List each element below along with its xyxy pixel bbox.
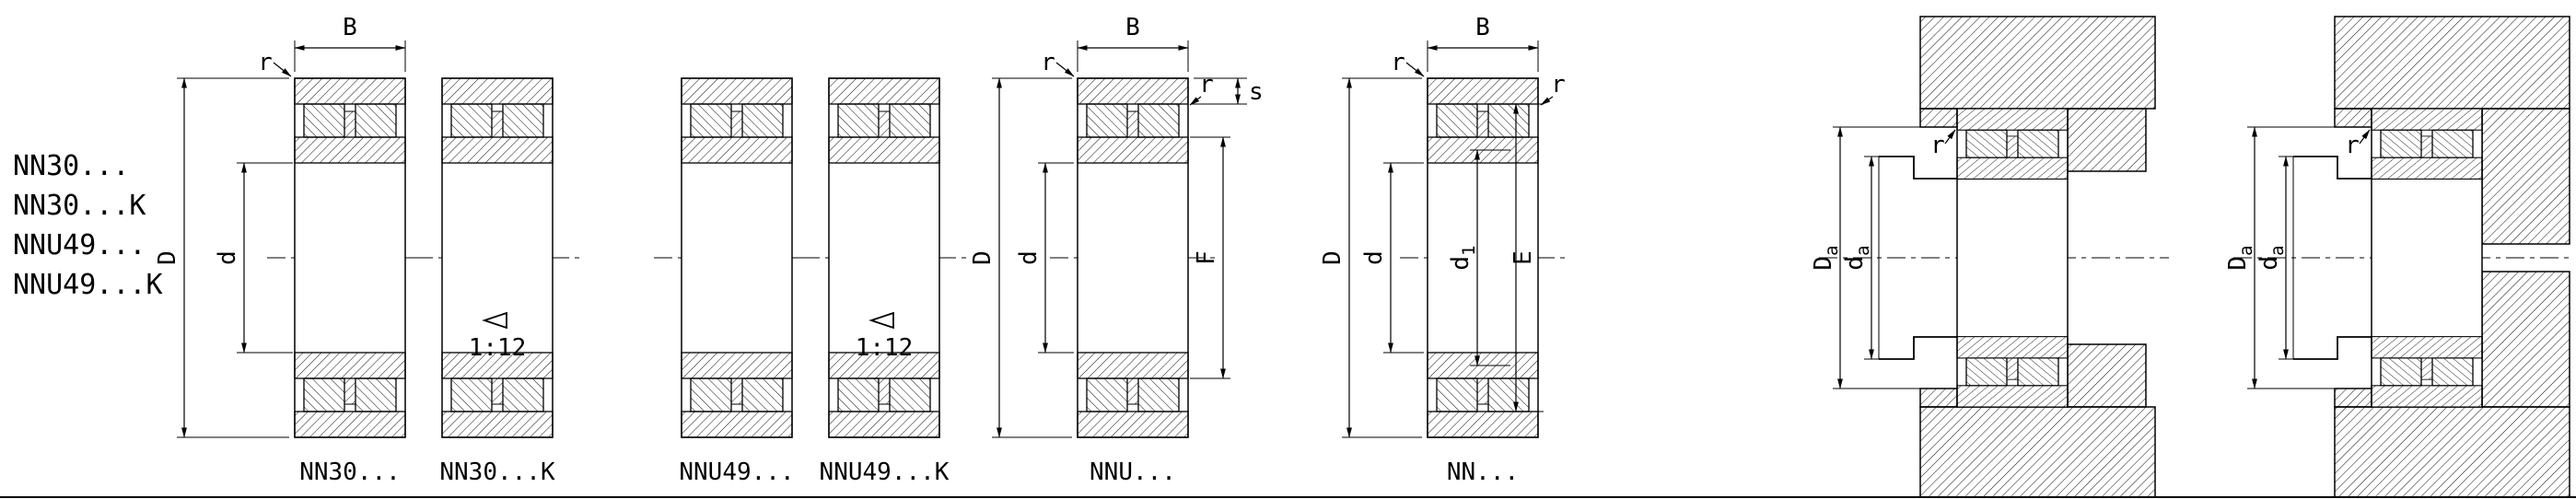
end-cover-bottom (2067, 343, 2147, 408)
figure-nn: B r r D d d1 (1319, 14, 1568, 486)
figure-mounting-nnu: Da da r (2224, 16, 2574, 498)
housing-bottom (1919, 406, 2156, 498)
shaft-shoulder-top (2293, 156, 2372, 180)
dim-label-D: D (969, 250, 997, 265)
dimension-d: d (214, 162, 293, 354)
dim-label-Da: Da (2224, 245, 2256, 270)
figure-caption: NN30...K (439, 458, 555, 486)
series-label-nnu49k: NNU49...K (13, 269, 163, 301)
dimension-d: d (1360, 162, 1424, 354)
dim-label-r: r (1199, 71, 1214, 99)
taper-icon (482, 311, 507, 330)
dim-label-Da: Da (1810, 245, 1842, 270)
figure-caption: NN30... (299, 458, 401, 486)
shaft-shoulder-bottom (2293, 336, 2372, 360)
housing-shoulder-bottom (2334, 388, 2372, 408)
figure-nn30: B r D d NN30... (154, 14, 435, 486)
shaft-shoulder-bottom (1879, 336, 1957, 360)
taper-ratio-label: 1:12 (856, 334, 914, 362)
dim-label-r: r (1041, 49, 1055, 76)
bearing-cross-section (2371, 108, 2483, 408)
dim-label-d: d (214, 250, 241, 265)
dim-label-da: da (2255, 245, 2288, 270)
bearing-cross-section (441, 77, 554, 438)
dim-label-r: r (258, 49, 273, 76)
bearing-cross-section (1956, 108, 2069, 408)
dimension-B: B (1427, 14, 1539, 72)
figure-caption: NN... (1447, 458, 1519, 486)
shaft-shoulder-top (1879, 156, 1957, 180)
dim-label-B: B (1125, 14, 1140, 41)
figure-caption: NNU49...K (820, 458, 950, 486)
dimension-D: D (1319, 77, 1422, 438)
dimension-B: B (294, 14, 406, 72)
series-label-nn30k: NN30...K (13, 190, 146, 222)
dimension-r-outer: r (1391, 49, 1425, 77)
dimension-d1: d1 (1447, 149, 1510, 366)
dim-label-r: r (1930, 132, 1945, 159)
dim-label-r: r (1391, 49, 1405, 76)
dimension-r-inner: r (1540, 71, 1566, 106)
dimension-da: da (1841, 156, 1879, 360)
dimension-r: r (1930, 129, 1956, 159)
series-label-nn30: NN30... (13, 150, 129, 182)
bearing-cross-section (681, 77, 793, 438)
dimension-d: d (1015, 162, 1074, 354)
dim-label-D: D (1319, 250, 1346, 265)
dimension-r: r (258, 49, 292, 77)
dimension-Da: Da (1810, 126, 1920, 389)
dimension-da: da (2255, 156, 2293, 360)
dimension-r-outer: r (1041, 49, 1075, 77)
housing-bottom (2334, 406, 2570, 498)
dim-label-d: d (1360, 250, 1388, 265)
dimension-r: r (2345, 129, 2371, 159)
dim-label-F: F (1193, 250, 1220, 265)
series-list: NN30... NN30...K NNU49... NNU49...K (13, 150, 163, 301)
dim-label-r: r (2345, 132, 2360, 159)
dim-label-B: B (1475, 14, 1490, 41)
dim-label-B: B (343, 14, 357, 41)
series-label-nnu49: NNU49... (13, 229, 146, 261)
dimension-r-inner: r (1189, 71, 1214, 106)
dimension-Da: Da (2224, 126, 2335, 389)
figure-nnu49: NNU49... (654, 77, 822, 486)
dim-label-da: da (1841, 245, 1873, 270)
housing-top (2334, 16, 2570, 110)
dim-label-E: E (1509, 250, 1537, 265)
end-wall-top (2481, 108, 2570, 245)
figure-caption: NNU... (1090, 458, 1176, 486)
housing-shoulder-top (1919, 108, 1958, 128)
dimension-D: D (154, 77, 289, 438)
bearing-cross-section (1077, 77, 1189, 438)
dimension-E: E (1509, 103, 1544, 412)
bearing-cross-section (294, 77, 406, 438)
taper-ratio-label: 1:12 (469, 334, 527, 362)
bearing-cross-section (828, 77, 940, 438)
dim-label-r: r (1551, 71, 1566, 99)
dim-label-d: d (1015, 250, 1043, 265)
figure-mounting-nn: Da da r (1810, 16, 2169, 498)
dim-label-D: D (154, 250, 181, 265)
figure-nnu49k: 1:12 NNU49...K (801, 77, 969, 486)
dimension-B: B (1077, 14, 1189, 72)
figure-nn30k: 1:12 NN30...K (414, 77, 582, 486)
figure-nnu: B r r s D d (969, 14, 1264, 486)
housing-shoulder-top (2334, 108, 2372, 128)
figure-caption: NNU49... (679, 458, 794, 486)
housing-top (1919, 16, 2156, 110)
dimension-F: F (1190, 136, 1230, 379)
dim-label-s: s (1249, 78, 1264, 106)
dimension-s: s (1192, 77, 1264, 106)
end-cover-top (2067, 108, 2147, 172)
dim-label-d1: d1 (1447, 245, 1479, 270)
taper-icon (868, 311, 894, 330)
end-wall-bottom (2481, 271, 2570, 408)
dimension-D: D (969, 77, 1072, 438)
housing-shoulder-bottom (1919, 388, 1958, 408)
